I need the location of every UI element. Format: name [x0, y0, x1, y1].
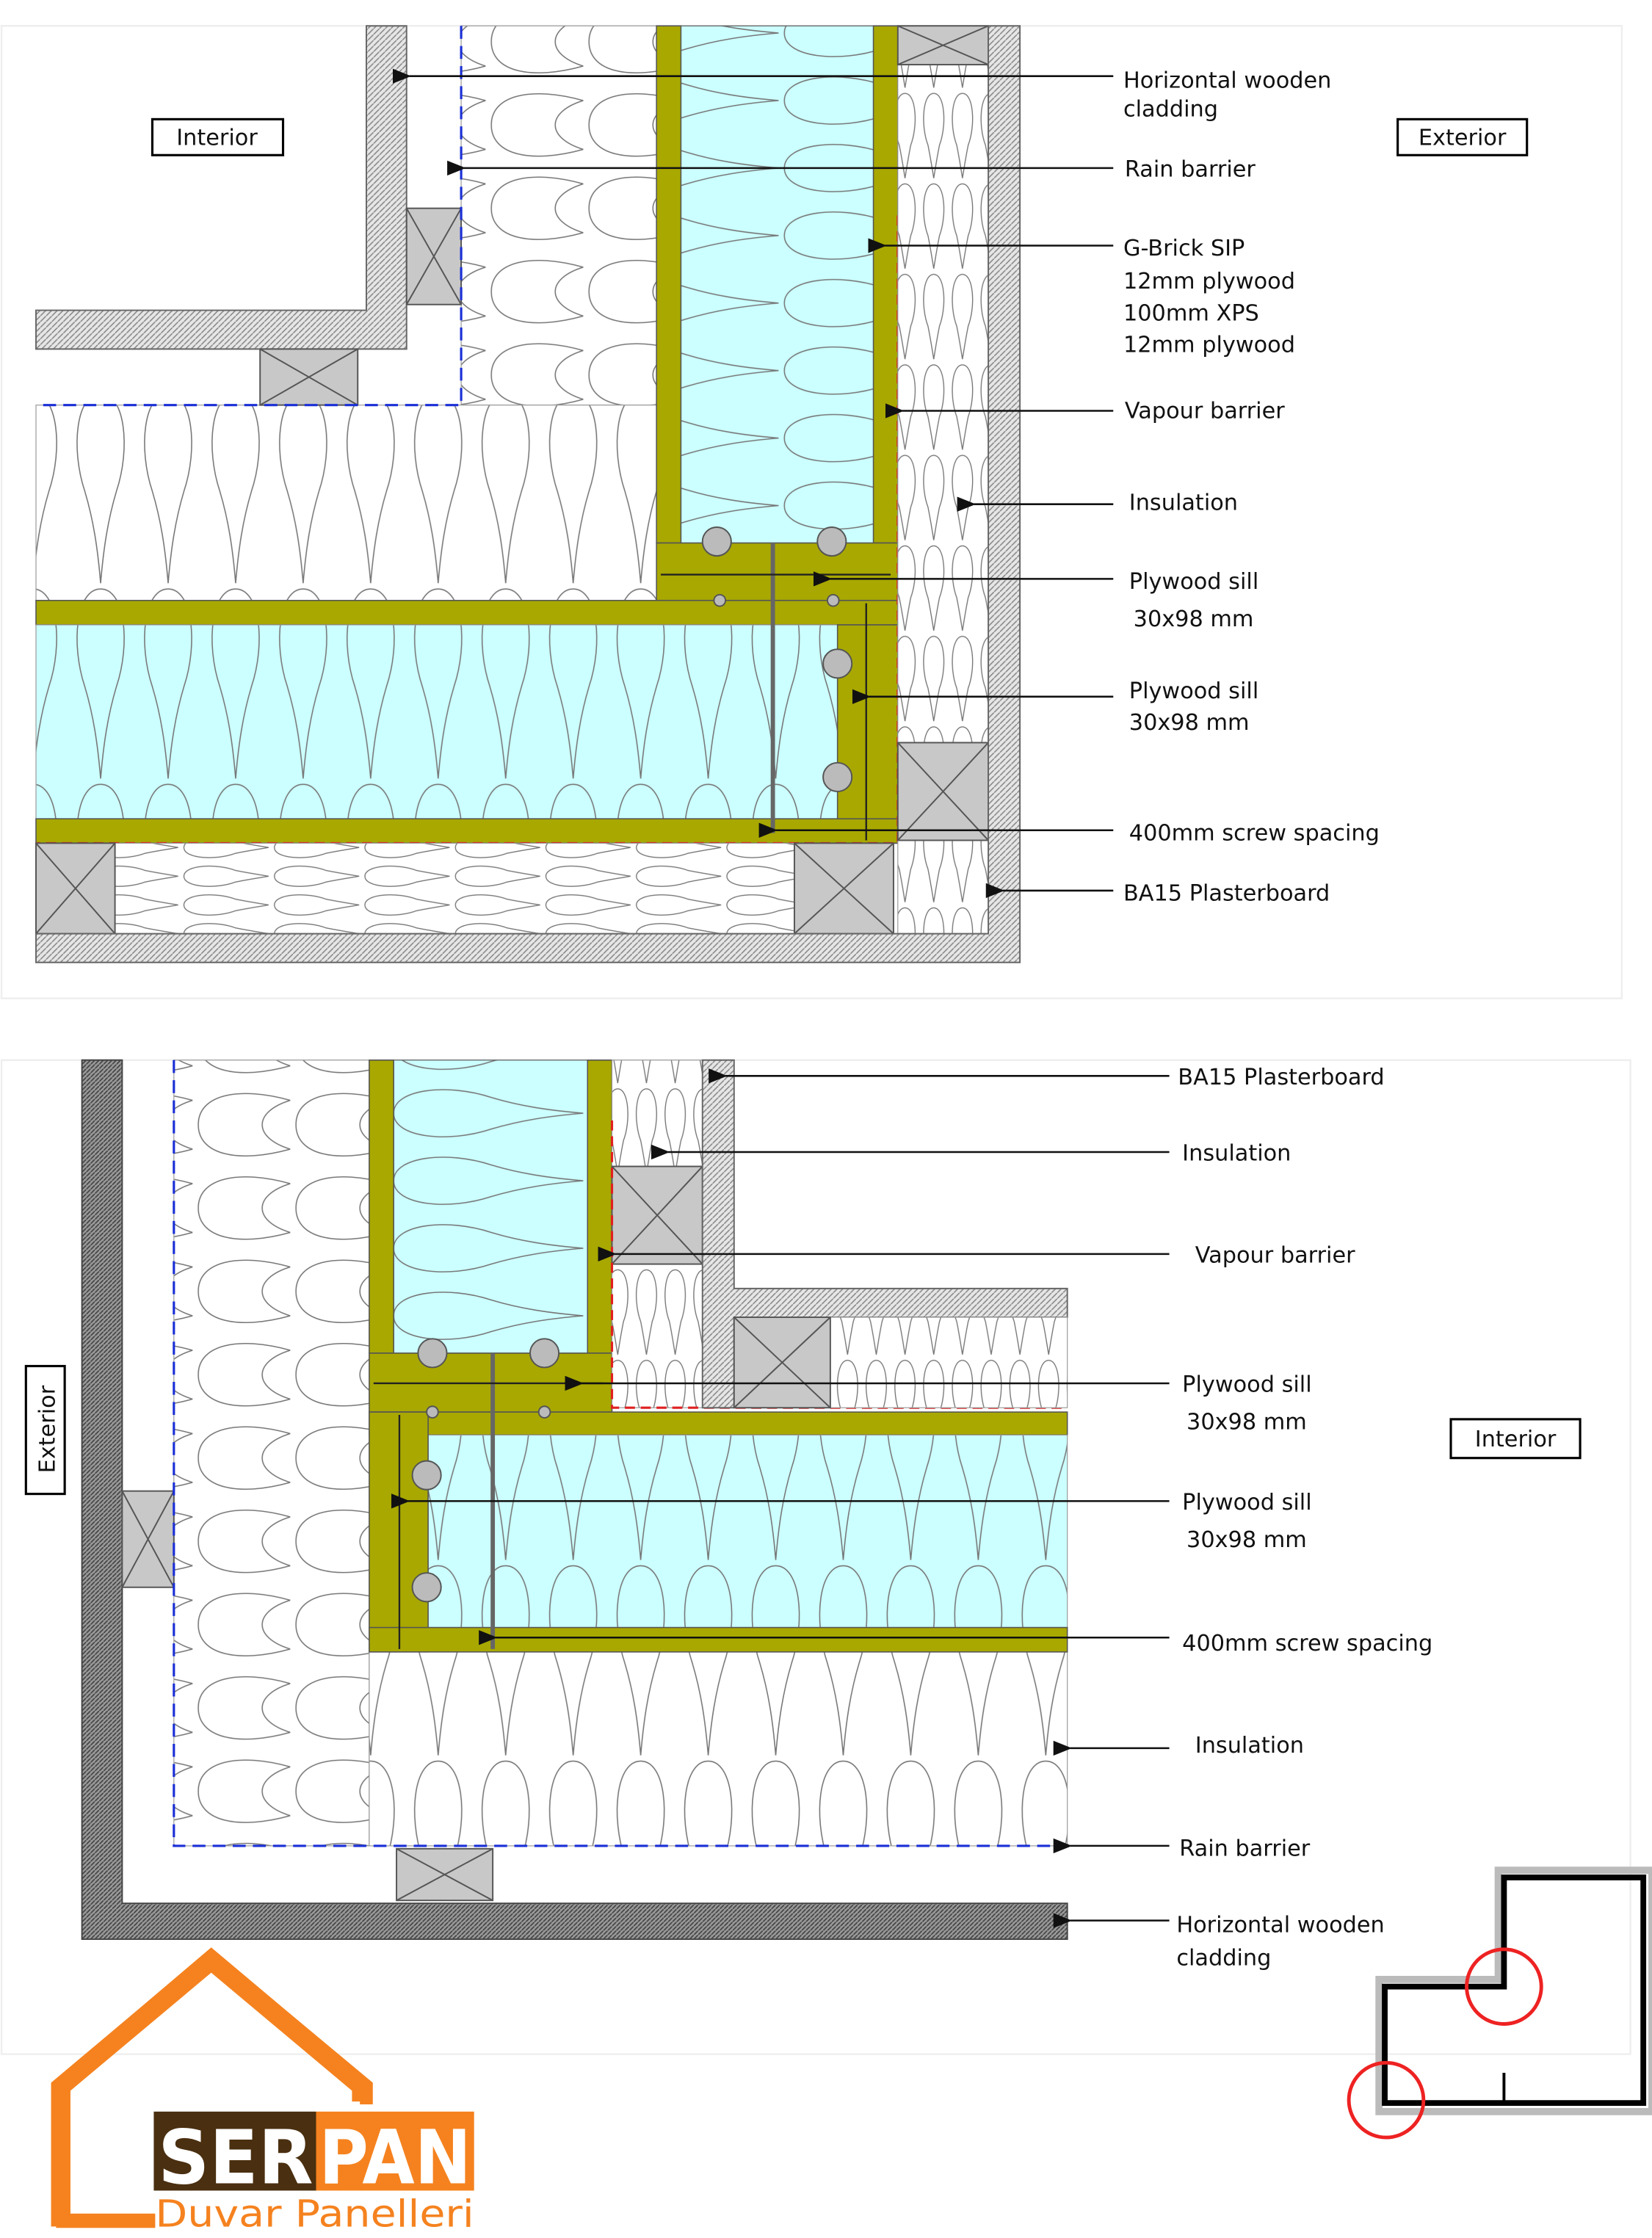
insulation-vertical: [173, 1060, 370, 1847]
svg-text:G-Brick SIP: G-Brick SIP: [1123, 236, 1245, 261]
svg-text:Insulation: Insulation: [1195, 1733, 1304, 1759]
svg-text:BA15 Plasterboard: BA15 Plasterboard: [1178, 1065, 1384, 1090]
svg-text:cladding: cladding: [1176, 1945, 1271, 1971]
svg-text:Horizontal wooden: Horizontal wooden: [1123, 68, 1331, 93]
plywood-skin: [35, 599, 899, 626]
xps-core: [393, 1060, 588, 1354]
svg-text:100mm XPS: 100mm XPS: [1123, 300, 1259, 326]
svg-text:Rain barrier: Rain barrier: [1125, 157, 1256, 183]
svg-text:SER: SER: [158, 2115, 313, 2201]
bottom-detail: Exterior Interior BA15 Plasterboard Insu…: [0, 1059, 1631, 2055]
serpan-logo: SER PAN Duvar Panelleri: [51, 1947, 474, 2235]
highlight-circle: [1347, 2060, 1426, 2140]
insulation-vertical: [460, 25, 657, 406]
svg-text:Duvar Panelleri: Duvar Panelleri: [155, 2192, 474, 2235]
timber-block: [896, 25, 990, 66]
plywood-skin: [587, 1060, 613, 1354]
svg-text:Rain barrier: Rain barrier: [1179, 1836, 1311, 1862]
svg-text:Insulation: Insulation: [1182, 1141, 1291, 1167]
timber-block: [121, 1490, 175, 1588]
svg-text:Interior: Interior: [176, 126, 258, 151]
timber-block: [611, 1165, 703, 1265]
callout-insulation-2: Insulation: [1053, 1733, 1304, 1759]
rain-barrier-line: [36, 26, 463, 407]
callout-screw-spacing: 400mm screw spacing: [479, 1630, 1432, 1656]
callout-plywood-sill-1: Plywood sill 30x98 mm: [813, 569, 1258, 632]
label-exterior: Exterior: [24, 1364, 66, 1496]
insulation-strip: [115, 842, 795, 935]
svg-text:BA15 Plasterboard: BA15 Plasterboard: [1123, 881, 1330, 907]
callout-cladding: Horizontal wooden cladding: [392, 68, 1331, 122]
svg-text:Plywood sill: Plywood sill: [1182, 1372, 1311, 1398]
callout-insulation: Insulation: [957, 490, 1238, 516]
key-plan: [1347, 1866, 1652, 2140]
svg-text:Exterior: Exterior: [1419, 126, 1507, 151]
plywood-skin: [656, 25, 682, 544]
callout-cladding: Horizontal wooden cladding: [1053, 1912, 1385, 1971]
svg-text:30x98 mm: 30x98 mm: [1134, 606, 1254, 632]
insulation-strip: [830, 1317, 1068, 1408]
exterior-cladding: [81, 1059, 1068, 1941]
svg-text:30x98 mm: 30x98 mm: [1187, 1410, 1307, 1435]
callout-plasterboard: BA15 Plasterboard: [985, 881, 1330, 907]
timber-block: [405, 207, 463, 305]
interior-cladding: [35, 25, 407, 350]
timber-block: [896, 742, 990, 841]
callout-sip: G-Brick SIP 12mm plywood 100mm XPS 12mm ply…: [868, 236, 1295, 358]
plywood-skin: [872, 25, 899, 544]
svg-text:cladding: cladding: [1123, 96, 1218, 122]
svg-text:400mm screw spacing: 400mm screw spacing: [1182, 1631, 1432, 1656]
nail-heads: [411, 1338, 560, 1603]
plywood-sill: [656, 542, 899, 601]
callout-vapour-barrier: Vapour barrier: [598, 1243, 1355, 1269]
svg-text:Plywood sill: Plywood sill: [1129, 678, 1258, 704]
callout-rain-barrier: Rain barrier: [447, 157, 1256, 183]
nail-heads: [701, 526, 853, 792]
xps-core: [427, 1434, 1068, 1629]
svg-text:12mm plywood: 12mm plywood: [1123, 269, 1295, 294]
svg-text:Interior: Interior: [1475, 1427, 1557, 1452]
svg-text:400mm screw spacing: 400mm screw spacing: [1129, 820, 1380, 846]
label-interior: Interior: [1449, 1418, 1582, 1460]
svg-text:12mm plywood: 12mm plywood: [1123, 332, 1295, 358]
insulation-horizontal: [369, 1651, 1068, 1847]
callout-insulation-1: Insulation: [651, 1141, 1291, 1167]
insulation-horizontal: [35, 405, 657, 601]
svg-text:PAN: PAN: [319, 2115, 471, 2201]
highlight-circle: [1465, 1947, 1543, 2026]
svg-text:Insulation: Insulation: [1129, 490, 1238, 516]
svg-text:Plywood sill: Plywood sill: [1129, 569, 1258, 595]
timber-block: [35, 842, 116, 935]
callout-vapour-barrier: Vapour barrier: [885, 398, 1285, 424]
svg-text:Exterior: Exterior: [35, 1385, 60, 1473]
timber-block: [793, 842, 894, 935]
timber-block: [396, 1847, 494, 1902]
svg-text:Vapour barrier: Vapour barrier: [1125, 398, 1285, 424]
callout-plywood-sill-2: Plywood sill 30x98 mm: [391, 1490, 1312, 1553]
plasterboard: [35, 25, 1021, 963]
plywood-skin: [369, 1060, 394, 1354]
xps-core: [680, 25, 874, 544]
svg-text:30x98 mm: 30x98 mm: [1129, 710, 1250, 736]
plywood-skin: [369, 1626, 1068, 1653]
top-detail: Interior Exterior Horizontal wooden cladd…: [0, 25, 1623, 999]
svg-text:Horizontal wooden: Horizontal wooden: [1176, 1912, 1384, 1938]
label-interior: Interior: [151, 117, 285, 156]
label-exterior: Exterior: [1396, 117, 1529, 156]
callout-screw-spacing: 400mm screw spacing: [758, 820, 1380, 846]
plywood-skin: [369, 1411, 1068, 1436]
callout-plasterboard: BA15 Plasterboard: [709, 1065, 1385, 1090]
callout-rain-barrier: Rain barrier: [1053, 1836, 1311, 1862]
callout-plywood-sill-2: Plywood sill 30x98 mm: [852, 678, 1258, 736]
rain-barrier-line: [173, 1060, 1068, 1847]
xps-core: [35, 624, 838, 819]
timber-block: [259, 348, 359, 406]
plywood-skin: [35, 818, 899, 844]
timber-block: [733, 1316, 831, 1409]
svg-text:30x98 mm: 30x98 mm: [1187, 1527, 1307, 1553]
svg-text:Plywood sill: Plywood sill: [1182, 1490, 1311, 1515]
callout-plywood-sill-1: Plywood sill 30x98 mm: [565, 1372, 1312, 1435]
svg-text:Vapour barrier: Vapour barrier: [1195, 1243, 1355, 1269]
